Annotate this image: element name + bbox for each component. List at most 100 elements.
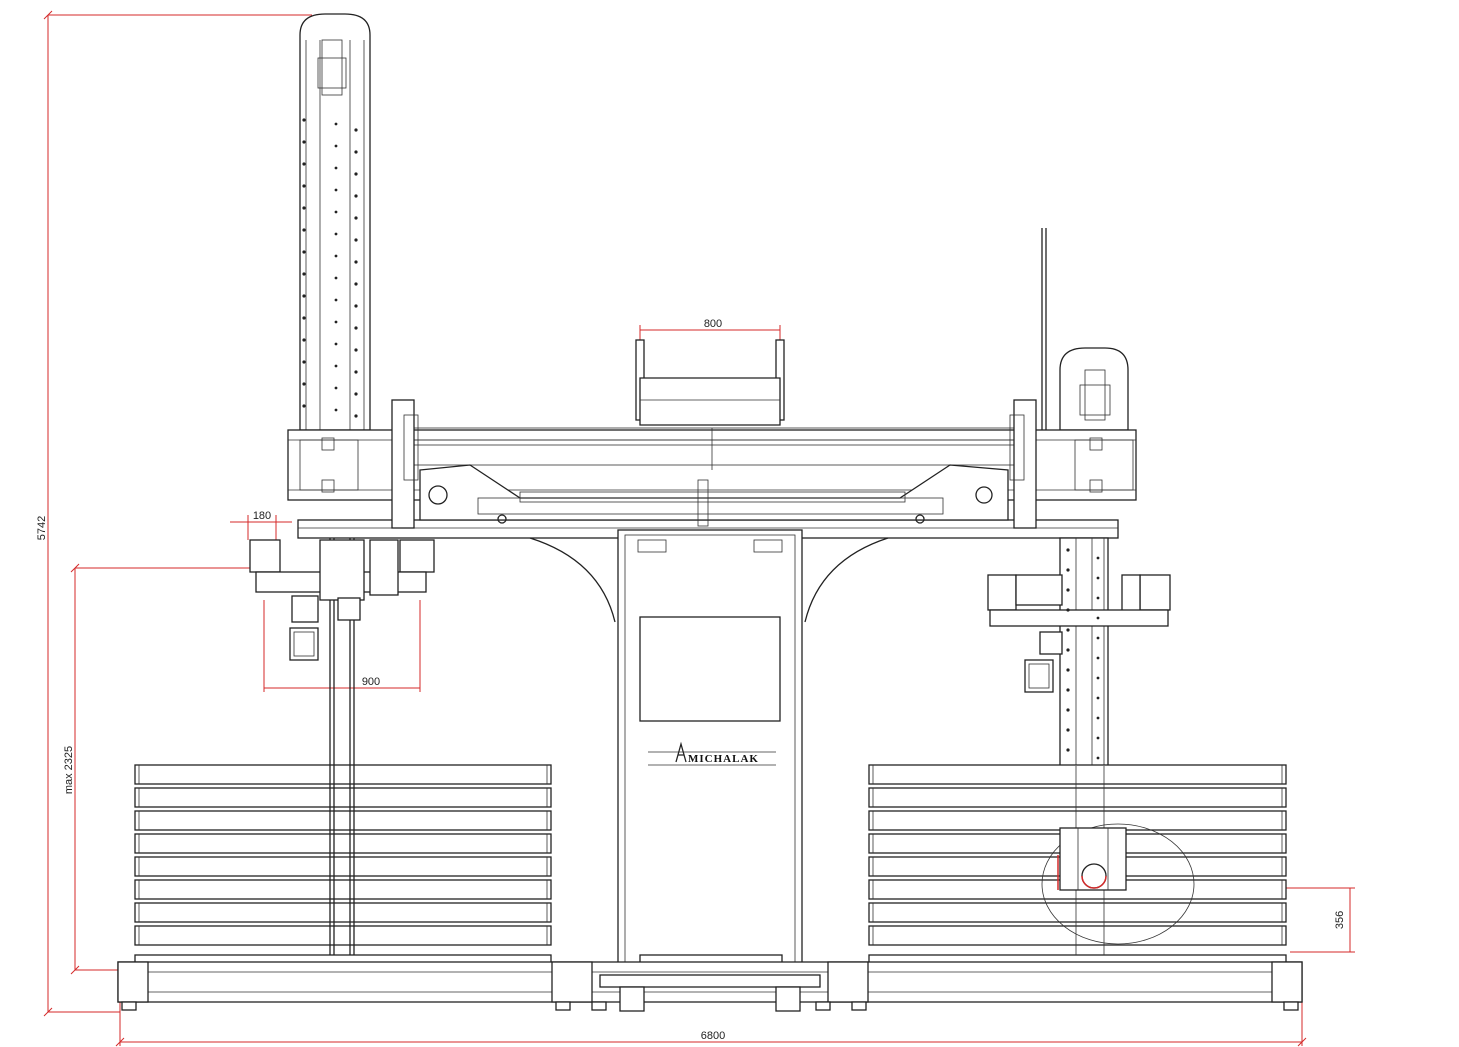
brand-logo-icon [675, 741, 687, 763]
bolt-hole [302, 140, 306, 144]
pallet-board [134, 925, 552, 946]
bolt-hole [334, 166, 338, 170]
gripper-span-label: 900 [362, 676, 380, 688]
bolt-hole [1096, 596, 1100, 600]
top-hopper [635, 339, 785, 426]
bolt-hole [302, 316, 306, 320]
bolt-hole [1066, 608, 1070, 612]
bottom-gap-label: 356 [1334, 911, 1346, 929]
bolt-hole [354, 282, 358, 286]
bolt-hole [302, 206, 306, 210]
bolt-hole [354, 326, 358, 330]
bolt-hole [302, 118, 306, 122]
bolt-hole [354, 238, 358, 242]
right-pallet-stack [868, 764, 1287, 970]
bolt-hole [334, 408, 338, 412]
bolt-hole [334, 122, 338, 126]
bolt-hole [334, 276, 338, 280]
right-mast-holes [1066, 548, 1100, 760]
right-gripper [987, 537, 1171, 767]
left-mast [299, 13, 371, 431]
pallet-board [868, 902, 1287, 923]
bolt-hole [302, 294, 306, 298]
bolt-hole [1066, 648, 1070, 652]
bolt-hole [334, 298, 338, 302]
bolt-hole [1066, 728, 1070, 732]
total-width-label: 6800 [701, 1030, 725, 1042]
left-column-overlay [329, 765, 355, 955]
pallet-board [868, 925, 1287, 946]
pallet-board [134, 787, 552, 808]
pallet-board [134, 879, 552, 900]
dimension-lines [43, 10, 1355, 1047]
bolt-hole [354, 414, 358, 418]
bolt-hole [334, 232, 338, 236]
bolt-hole [302, 184, 306, 188]
bolt-hole [1066, 748, 1070, 752]
bolt-hole [334, 320, 338, 324]
total-height-label: 5742 [36, 516, 48, 540]
bolt-hole [334, 254, 338, 258]
bolt-hole [354, 150, 358, 154]
bolt-hole [302, 250, 306, 254]
bolt-hole [334, 386, 338, 390]
bolt-hole [1096, 736, 1100, 740]
pallet-board [134, 856, 552, 877]
bolt-hole [354, 172, 358, 176]
top-beam [287, 399, 1137, 539]
brand-logo: MICHALAK [688, 753, 759, 765]
bolt-hole [354, 194, 358, 198]
bolt-hole [302, 162, 306, 166]
bolt-hole [1066, 708, 1070, 712]
bolt-hole [334, 342, 338, 346]
top-width-label: 800 [704, 318, 722, 330]
detail-callout [1041, 823, 1195, 945]
right-mast [1041, 228, 1129, 431]
bolt-hole [302, 404, 306, 408]
bolt-hole [334, 364, 338, 368]
bolt-hole [1066, 628, 1070, 632]
bolt-hole [1096, 696, 1100, 700]
bolt-hole [302, 338, 306, 342]
bolt-hole [354, 260, 358, 264]
bolt-hole [334, 144, 338, 148]
bolt-hole [1096, 676, 1100, 680]
bolt-hole [354, 392, 358, 396]
left-mast-holes [302, 118, 358, 418]
control-panel-screen [639, 616, 781, 722]
bolt-hole [302, 272, 306, 276]
bolt-hole [302, 228, 306, 232]
pallet-board [134, 810, 552, 831]
bolt-hole [1096, 576, 1100, 580]
bolt-hole [302, 382, 306, 386]
bolt-hole [1066, 568, 1070, 572]
pallet-board [134, 833, 552, 854]
bolt-hole [334, 210, 338, 214]
pallet-board [868, 764, 1287, 785]
carriage-offset-label: 180 [253, 510, 271, 522]
bolt-hole [1096, 556, 1100, 560]
pallet-board [134, 902, 552, 923]
pallet-board [868, 810, 1287, 831]
bolt-hole [1096, 636, 1100, 640]
bolt-hole [1096, 716, 1100, 720]
max-lift-label: max 2325 [63, 746, 75, 794]
bolt-hole [1096, 756, 1100, 760]
bolt-hole [1066, 548, 1070, 552]
bolt-hole [354, 216, 358, 220]
bolt-hole [1096, 656, 1100, 660]
bolt-hole [1066, 588, 1070, 592]
central-column [529, 529, 889, 974]
pallet-board [868, 787, 1287, 808]
bolt-hole [1066, 688, 1070, 692]
pallet-board [134, 764, 552, 785]
bolt-hole [354, 128, 358, 132]
bolt-hole [1066, 668, 1070, 672]
bolt-hole [354, 304, 358, 308]
bolt-hole [354, 348, 358, 352]
bolt-hole [1096, 616, 1100, 620]
base-frame [117, 961, 1303, 1012]
left-gripper [249, 538, 435, 765]
bolt-hole [302, 360, 306, 364]
